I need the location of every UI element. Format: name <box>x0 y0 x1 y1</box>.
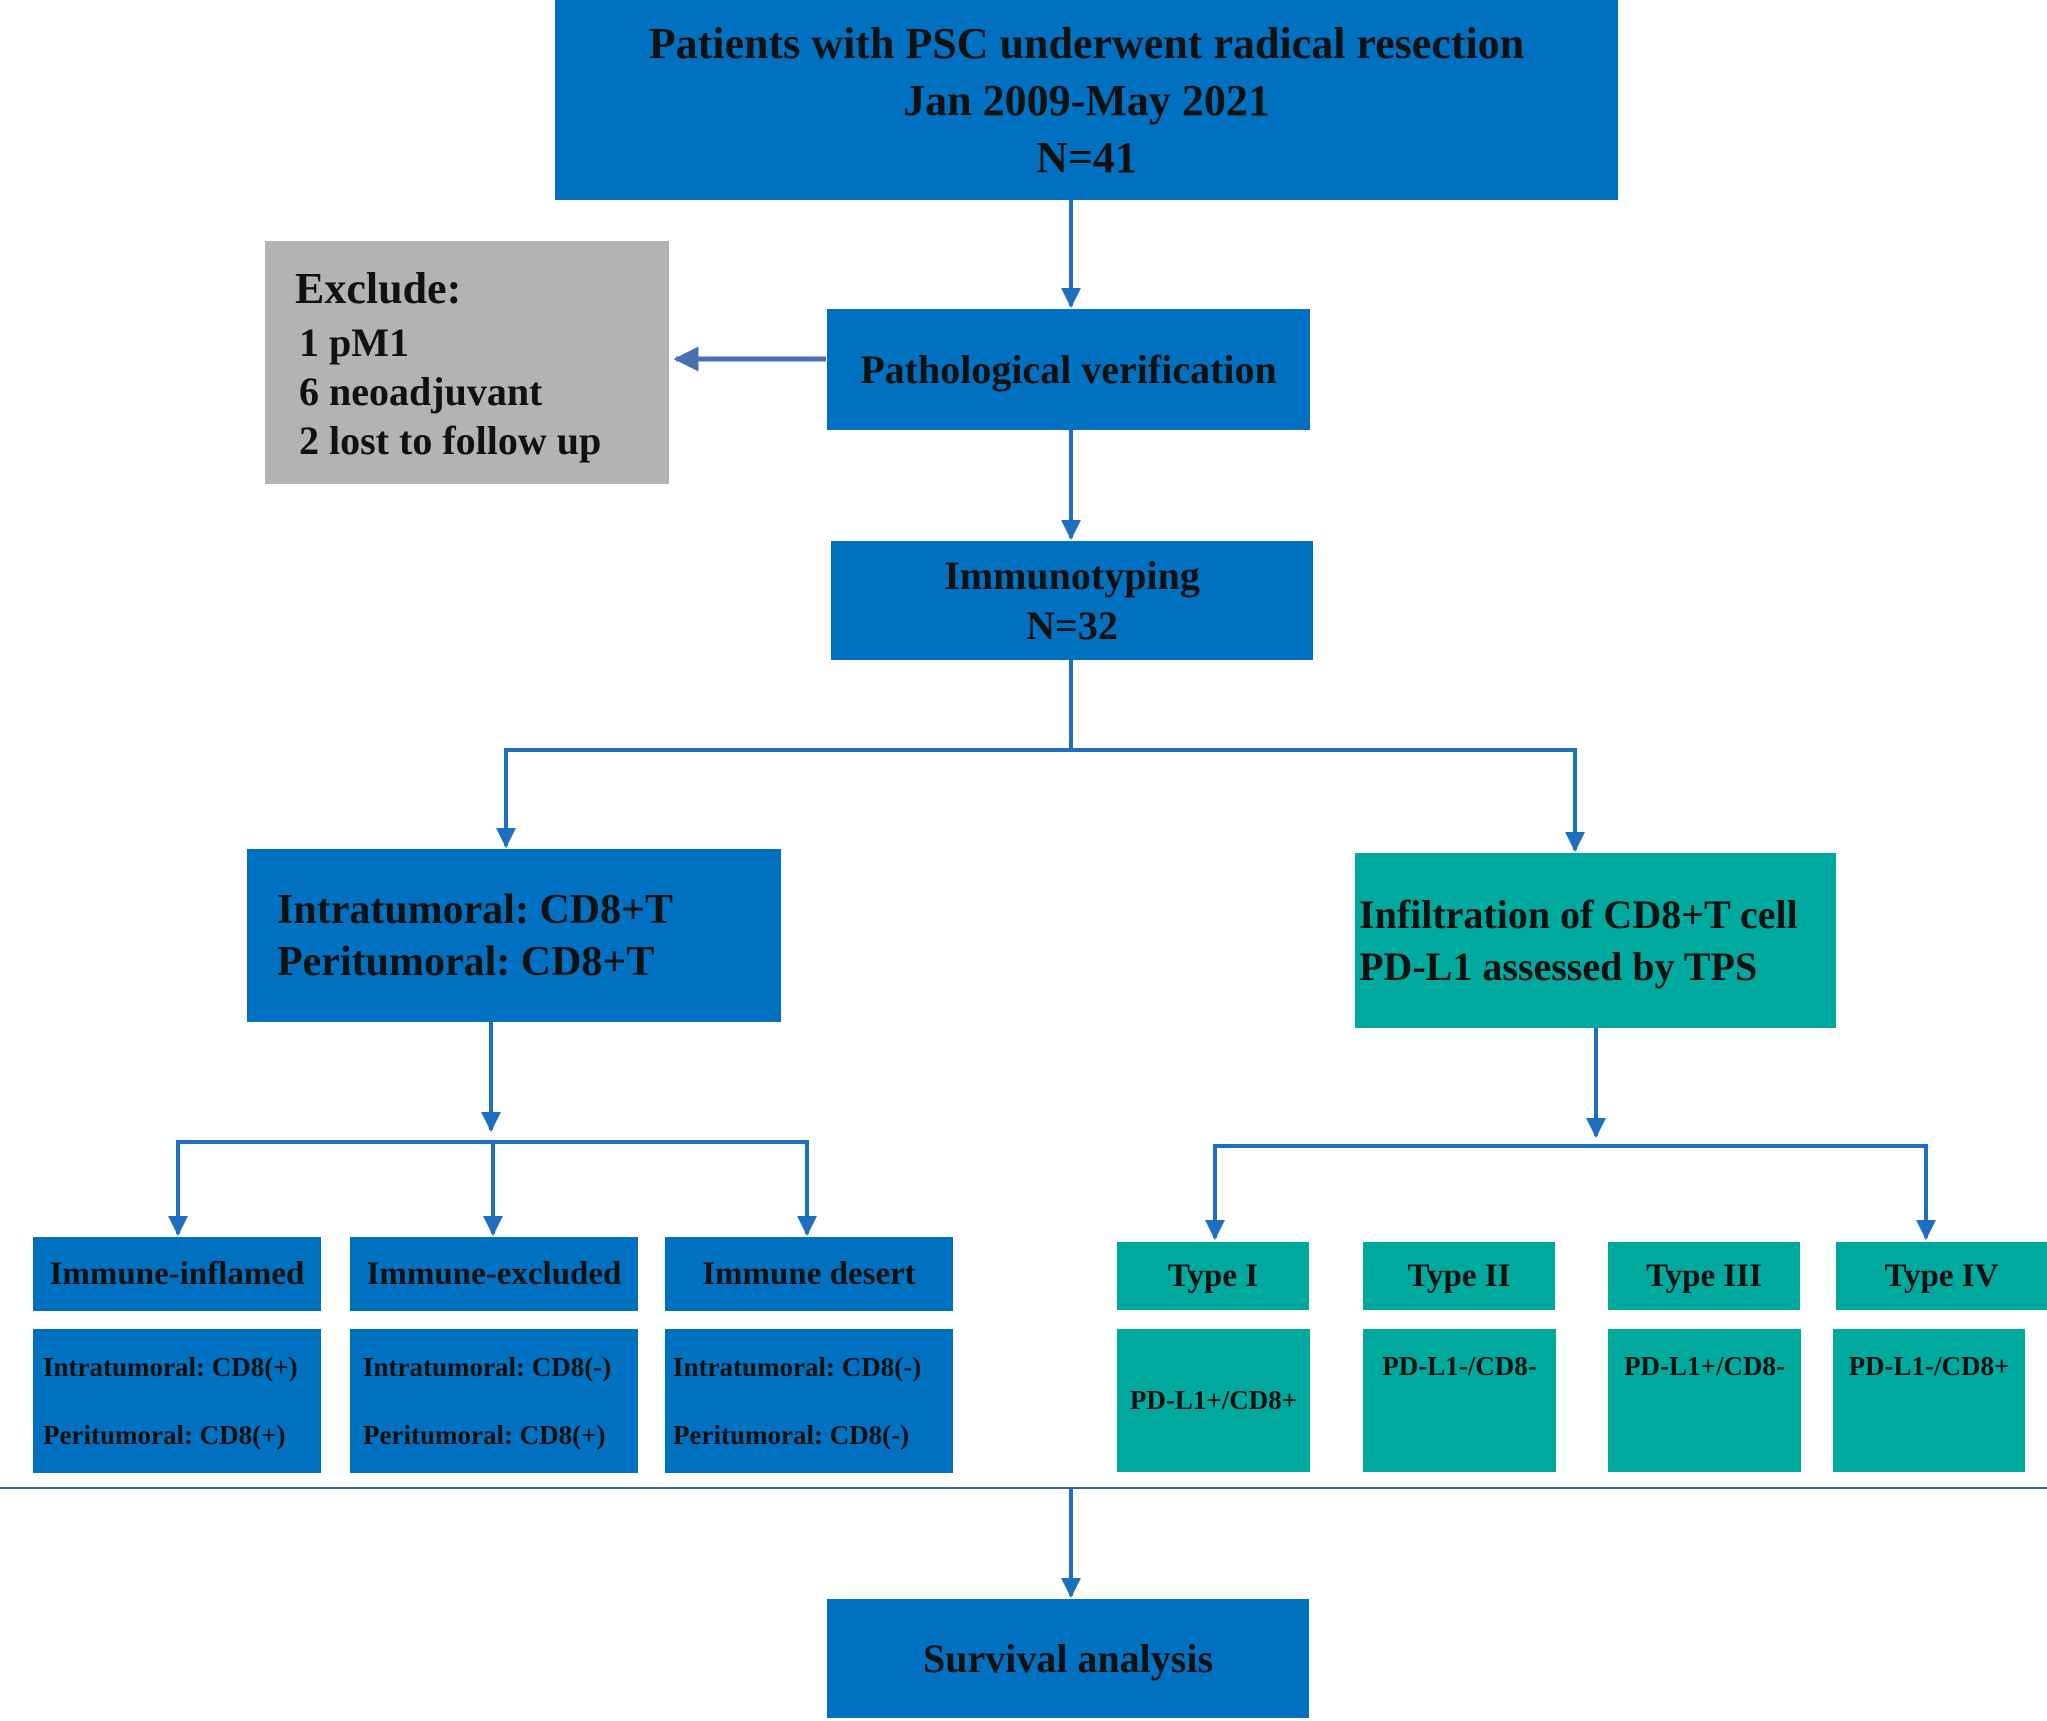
exclude-item-3: 2 lost to follow up <box>299 418 602 463</box>
survival-analysis-label: Survival analysis <box>922 1636 1214 1681</box>
type-ii-detail: PD-L1-/CD8- <box>1363 1329 1556 1472</box>
type-iii-name: Type III <box>1646 1257 1762 1294</box>
left-branch-line-1: Intratumoral: CD8+T <box>277 886 674 933</box>
top-line-1: Patients with PSC underwent radical rese… <box>648 18 1525 68</box>
top-patients-box: Patients with PSC underwent radical rese… <box>555 0 1618 200</box>
immune-inflamed-detail: Intratumoral: CD8(+) Peritumoral: CD8(+) <box>33 1329 321 1473</box>
right-branch-line-1: Infiltration of CD8+T cell <box>1359 891 1798 937</box>
immune-desert-detail: Intratumoral: CD8(-) Peritumoral: CD8(-) <box>665 1329 953 1473</box>
immune-excluded-peritumoral: Peritumoral: CD8(+) <box>363 1419 606 1450</box>
immunotyping-box: Immunotyping N=32 <box>831 541 1313 660</box>
type-ii-name: Type II <box>1407 1257 1511 1294</box>
right-branch-box: Infiltration of CD8+T cell PD-L1 assesse… <box>1355 853 1836 1028</box>
immunotyping-line-1: Immunotyping <box>944 552 1200 598</box>
type-i-detail: PD-L1+/CD8+ <box>1117 1329 1310 1472</box>
immune-inflamed-peritumoral: Peritumoral: CD8(+) <box>43 1419 286 1450</box>
left-branch-line-2: Peritumoral: CD8+T <box>277 938 655 985</box>
type-iv-name: Type IV <box>1884 1257 1999 1294</box>
immune-desert-header: Immune desert <box>665 1237 953 1311</box>
immune-inflamed-name: Immune-inflamed <box>49 1255 305 1292</box>
immune-excluded-detail: Intratumoral: CD8(-) Peritumoral: CD8(+) <box>350 1329 638 1473</box>
type-i-header: Type I <box>1117 1242 1309 1310</box>
type-iv-detail: PD-L1-/CD8+ <box>1833 1329 2025 1472</box>
immune-desert-name: Immune desert <box>702 1255 916 1292</box>
top-line-2: Jan 2009-May 2021 <box>903 75 1270 125</box>
survival-analysis-box: Survival analysis <box>827 1599 1309 1718</box>
immune-desert-intratumoral: Intratumoral: CD8(-) <box>673 1351 922 1382</box>
pathological-verification-box: Pathological verification <box>827 309 1310 430</box>
top-line-3: N=41 <box>1036 132 1137 182</box>
pathological-verification-label: Pathological verification <box>860 347 1277 392</box>
exclude-title: Exclude: <box>295 264 462 313</box>
exclude-item-1: 1 pM1 <box>299 320 409 365</box>
immunotyping-line-2: N=32 <box>1026 602 1118 648</box>
immune-excluded-header: Immune-excluded <box>350 1237 638 1311</box>
type-i-value: PD-L1+/CD8+ <box>1129 1385 1298 1415</box>
type-iii-value: PD-L1+/CD8- <box>1624 1351 1785 1381</box>
immune-excluded-intratumoral: Intratumoral: CD8(-) <box>363 1351 612 1382</box>
type-iv-value: PD-L1-/CD8+ <box>1848 1351 2010 1381</box>
immune-desert-peritumoral: Peritumoral: CD8(-) <box>673 1419 910 1450</box>
type-iii-header: Type III <box>1608 1242 1800 1310</box>
left-branch-box: Intratumoral: CD8+T Peritumoral: CD8+T <box>247 849 781 1022</box>
type-iii-detail: PD-L1+/CD8- <box>1608 1329 1801 1472</box>
immune-inflamed-header: Immune-inflamed <box>33 1237 321 1311</box>
immune-inflamed-intratumoral: Intratumoral: CD8(+) <box>43 1351 298 1382</box>
exclude-box: Exclude: 1 pM1 6 neoadjuvant 2 lost to f… <box>265 241 669 484</box>
immune-excluded-name: Immune-excluded <box>366 1255 622 1292</box>
type-ii-value: PD-L1-/CD8- <box>1382 1351 1537 1381</box>
right-branch-line-2: PD-L1 assessed by TPS <box>1359 943 1758 989</box>
exclude-item-2: 6 neoadjuvant <box>299 369 543 414</box>
type-iv-header: Type IV <box>1836 1242 2047 1310</box>
type-ii-header: Type II <box>1363 1242 1555 1310</box>
type-i-name: Type I <box>1167 1257 1259 1294</box>
